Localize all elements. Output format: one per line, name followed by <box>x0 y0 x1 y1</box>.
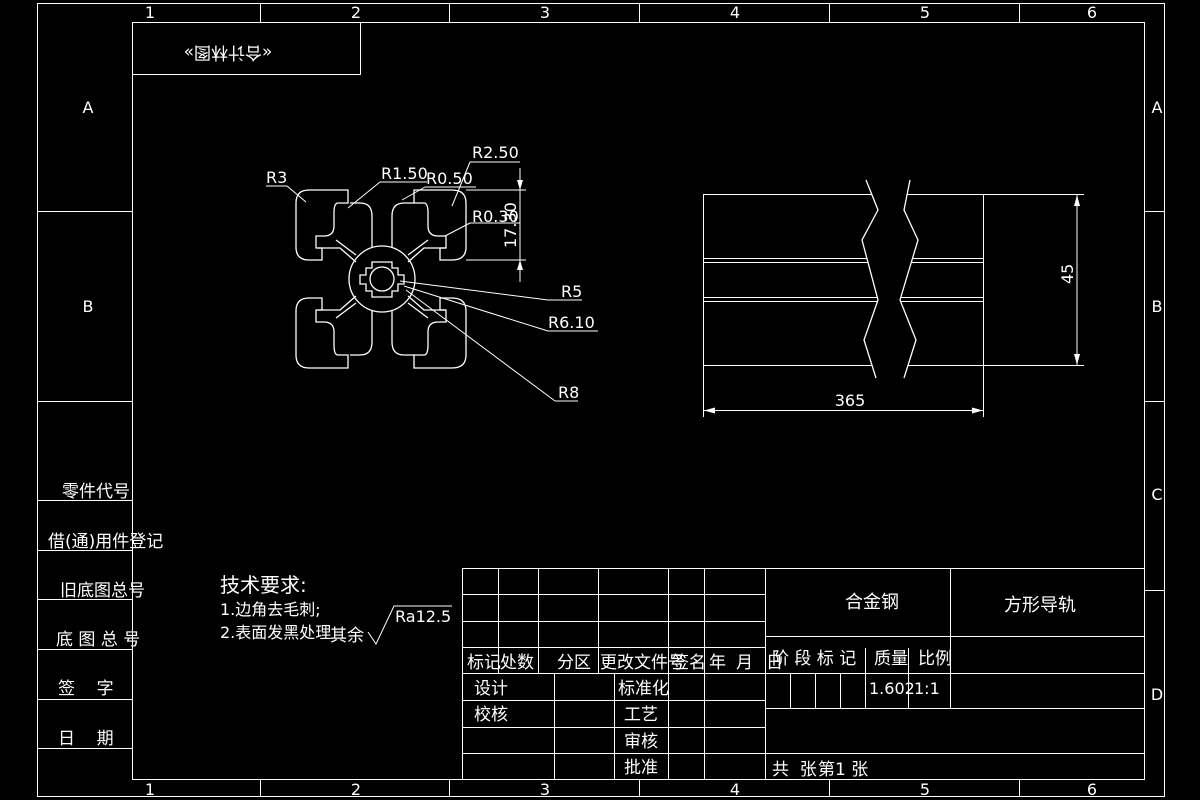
zone-col-bottom-6: 6 <box>1087 780 1097 799</box>
roughness-label: 其余 <box>330 626 364 646</box>
dim-height-45: 45 <box>1058 264 1077 284</box>
tech-req-item-2: 2.表面发黑处理 <box>220 623 331 642</box>
zone-row-right-c: C <box>1151 485 1162 504</box>
role-process: 工艺 <box>624 705 658 725</box>
roughness-value: Ra12.5 <box>395 607 451 626</box>
profile-cross-section <box>295 189 467 369</box>
technical-requirements: 技术要求: 1.边角去毛刺; 2.表面发黑处理 <box>220 573 331 642</box>
zone-col-bottom-5: 5 <box>920 780 930 799</box>
zone-col-top-3: 3 <box>540 3 550 22</box>
left-strip-label-signature: 签 字 <box>58 679 114 699</box>
dim-r1-50: R1.50 <box>381 164 428 183</box>
inverted-title-box: «合计林图» <box>132 22 361 75</box>
mass-value: 1.602 <box>869 679 915 698</box>
zone-row-left-a: A <box>83 98 94 117</box>
material-text: 合金钢 <box>845 592 899 613</box>
rev-header-year: 年 <box>709 653 726 673</box>
left-strip-label-borrowed: 借(通)用件登记 <box>48 532 163 552</box>
zone-col-bottom-3: 3 <box>540 780 550 799</box>
rev-header-change-doc: 更改文件号 <box>600 653 685 673</box>
title-block: 合金钢 方形导轨 标记 处数 分区 更改文件号 签名 年 月 日 阶 段 标 记… <box>462 568 1145 780</box>
zone-labels: 1 2 3 4 5 6 1 2 3 4 5 6 A B A B C D <box>83 3 1164 799</box>
dim-r6-10: R6.10 <box>548 313 595 332</box>
dim-r3: R3 <box>266 168 287 187</box>
stage-header-mark: 阶 段 标 记 <box>772 649 856 669</box>
inverted-title-text: «合计林图» <box>184 42 273 62</box>
rev-header-month: 月 <box>736 653 753 673</box>
profile-dimensions: R3 R1.50 R0.50 R2.50 R0.30 17.30 R5 R6.1… <box>266 143 598 402</box>
stage-header-scale: 比例 <box>918 649 952 669</box>
dim-r2-50: R2.50 <box>472 143 519 162</box>
dim-r5: R5 <box>561 282 582 301</box>
zone-col-bottom-4: 4 <box>730 780 740 799</box>
tech-req-title: 技术要求: <box>220 573 307 597</box>
stage-header-mass: 质量 <box>874 649 908 669</box>
role-approve: 批准 <box>624 758 658 778</box>
sheet-number: 第1 张 <box>818 760 868 780</box>
left-strip-label-old-drawing: 旧底图总号 <box>60 581 145 601</box>
zone-col-top-2: 2 <box>351 3 361 22</box>
zone-col-bottom-1: 1 <box>145 780 155 799</box>
role-design: 设计 <box>474 679 508 699</box>
role-check: 校核 <box>474 705 508 725</box>
rev-header-sign: 签名 <box>672 653 706 673</box>
tech-req-item-1: 1.边角去毛刺; <box>220 600 321 619</box>
part-name-text: 方形导轨 <box>1004 595 1076 616</box>
zone-col-top-5: 5 <box>920 3 930 22</box>
role-review: 审核 <box>624 732 658 752</box>
rev-header-count: 处数 <box>500 653 534 673</box>
rev-header-mark: 标记 <box>467 653 501 673</box>
dim-r0-30: R0.30 <box>472 207 519 226</box>
zone-col-top-1: 1 <box>145 3 155 22</box>
role-standardize: 标准化 <box>618 679 669 699</box>
drawing-frame <box>37 3 1165 797</box>
left-strip-table: 零件代号 借(通)用件登记 旧底图总号 底 图 总 号 签 字 日 期 <box>37 482 163 749</box>
zone-row-right-b: B <box>1152 297 1163 316</box>
side-view: 45 365 <box>703 179 1084 417</box>
left-strip-label-base-drawing: 底 图 总 号 <box>56 630 140 650</box>
zone-row-left-b: B <box>83 297 94 316</box>
zone-row-right-d: D <box>1151 685 1163 704</box>
zone-col-top-4: 4 <box>730 3 740 22</box>
rev-header-zone: 分区 <box>557 653 591 673</box>
zone-col-top-6: 6 <box>1087 3 1097 22</box>
dim-h17-30: 17.30 <box>501 202 520 248</box>
zone-col-bottom-2: 2 <box>351 780 361 799</box>
dim-length-365: 365 <box>835 391 866 410</box>
rev-header-day: 日 <box>766 653 783 673</box>
scale-value: 1:1 <box>914 679 940 698</box>
sheet-total: 共 张 <box>772 760 817 780</box>
zone-row-right-a: A <box>1152 98 1163 117</box>
left-strip-label-part-code: 零件代号 <box>62 482 130 502</box>
dim-r8: R8 <box>558 383 579 402</box>
left-strip-label-date: 日 期 <box>58 729 114 749</box>
surface-roughness: 其余 Ra12.5 <box>330 605 452 646</box>
